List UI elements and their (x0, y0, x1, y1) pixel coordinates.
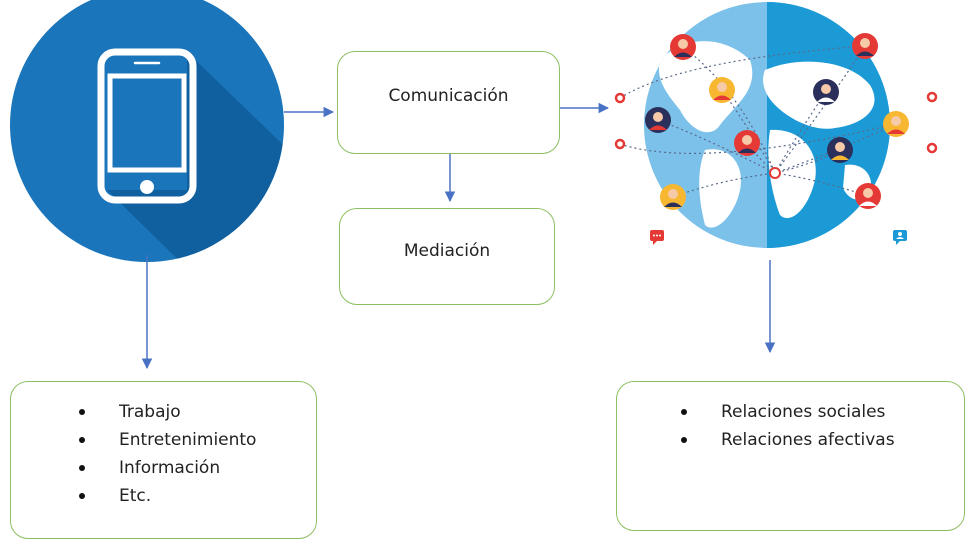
relations-list: Relaciones sociales Relaciones afectivas (671, 398, 895, 454)
uses-list: Trabajo Entretenimiento Información Etc. (69, 398, 256, 510)
user-profile-icon (645, 107, 671, 133)
smartphone-icon (10, 0, 284, 262)
user-profile-icon (813, 79, 839, 105)
user-avatar-markers (645, 33, 909, 210)
list-item: Etc. (69, 482, 256, 510)
global-network-icon (619, 2, 897, 248)
list-item: Relaciones afectivas (671, 426, 895, 454)
user-profile-icon (670, 34, 696, 60)
user-profile-icon (660, 184, 686, 210)
user-profile-icon (709, 77, 735, 103)
chat-bubble-icon (650, 230, 664, 245)
user-profile-icon (855, 183, 881, 209)
uses-node: Trabajo Entretenimiento Información Etc. (10, 381, 317, 539)
relations-node: Relaciones sociales Relaciones afectivas (616, 381, 965, 531)
list-item: Trabajo (69, 398, 256, 426)
chat-bubble-icon (893, 230, 907, 245)
list-item: Información (69, 454, 256, 482)
user-profile-icon (827, 137, 853, 163)
user-profile-icon (852, 33, 878, 59)
mediation-node: Mediación (339, 208, 555, 305)
communication-label: Comunicación (388, 86, 509, 106)
communication-node: Comunicación (337, 51, 560, 154)
user-profile-icon (734, 130, 760, 156)
ring-markers (614, 91, 938, 154)
list-item: Relaciones sociales (671, 398, 895, 426)
user-profile-icon (883, 111, 909, 137)
list-item: Entretenimiento (69, 426, 256, 454)
mediation-label: Mediación (403, 241, 491, 261)
